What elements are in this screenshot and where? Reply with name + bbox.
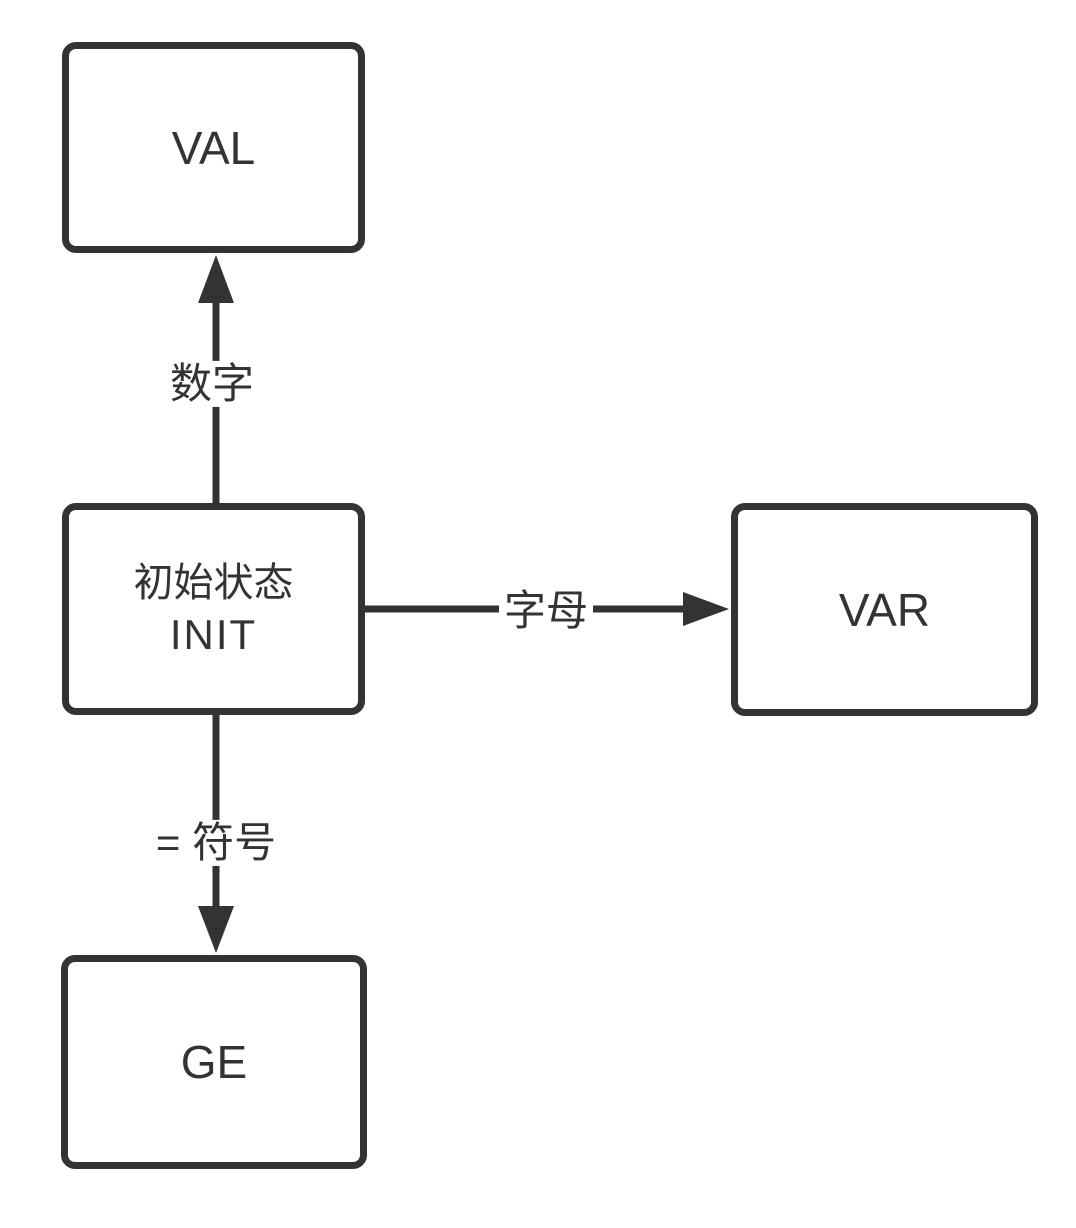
edge-label-init-to-val: 数字	[164, 360, 260, 408]
node-ge-label: GE	[180, 1036, 248, 1088]
edge-label-init-to-var: 字母	[498, 587, 594, 635]
node-init-label-line1: 初始状态	[133, 561, 294, 605]
node-init-label-line2: INIT	[169, 611, 258, 658]
node-init: 初始状态 INIT	[62, 503, 365, 715]
node-ge: GE	[61, 955, 367, 1169]
node-val-label: VAL	[171, 121, 256, 174]
node-val: VAL	[62, 42, 365, 253]
node-var-label: VAR	[838, 583, 931, 636]
edge-label-init-to-ge: = 符号	[150, 819, 282, 867]
node-var: VAR	[731, 503, 1038, 716]
